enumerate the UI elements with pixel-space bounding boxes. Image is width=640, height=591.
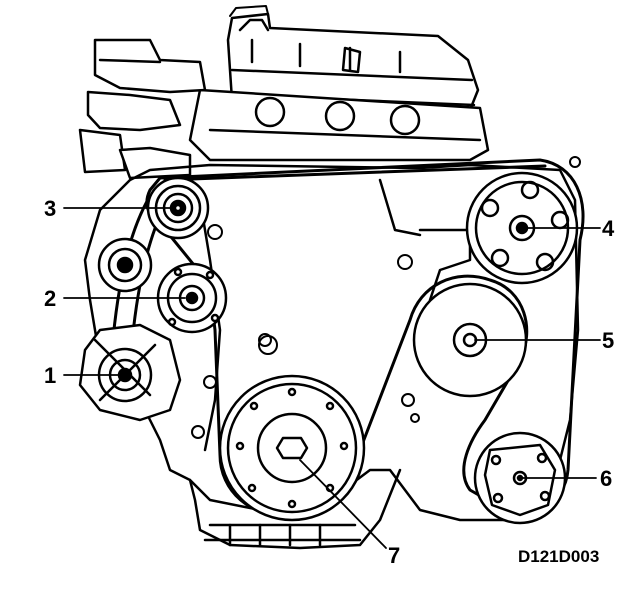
- intake-manifold: [78, 38, 207, 180]
- pulley-6: [473, 431, 567, 525]
- pulley-3: [146, 176, 210, 240]
- pulley-small-left: [97, 237, 153, 293]
- block-bolts: [191, 156, 581, 439]
- callout-4: 4: [602, 216, 615, 241]
- callout-2: 2: [44, 286, 57, 311]
- pulley-7: [218, 374, 366, 522]
- callout-3: 3: [44, 196, 57, 221]
- callout-7: 7: [388, 543, 401, 568]
- leader-lines: [63, 207, 601, 549]
- callout-5: 5: [602, 328, 615, 353]
- figure-code: D121D003: [518, 547, 600, 566]
- pulley-1: [78, 323, 182, 422]
- callout-1: 1: [44, 363, 57, 388]
- cylinder-head: [188, 88, 490, 162]
- callout-6: 6: [600, 466, 613, 491]
